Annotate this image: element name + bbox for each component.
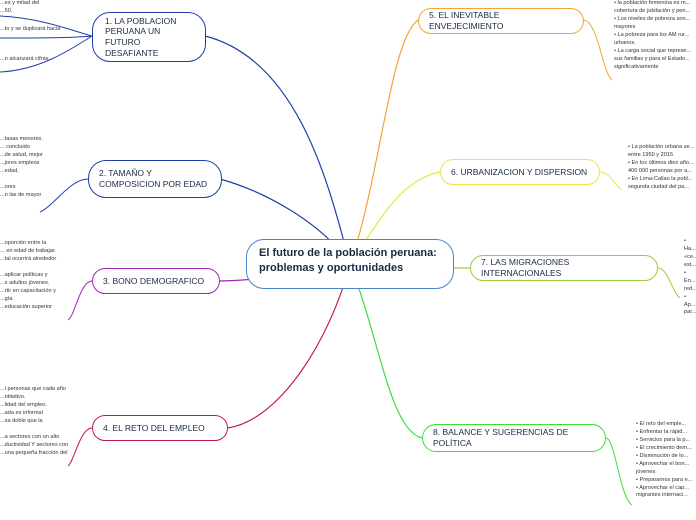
branch-label: 3. BONO DEMOGRAFICO bbox=[103, 275, 205, 286]
link-n2 bbox=[39, 178, 89, 213]
branch-label: 2. TAMAÑO Y COMPOSICION POR EDAD bbox=[99, 168, 208, 189]
branch-poblacion-futuro[interactable]: 1. LA POBLACION PERUANA UN FUTURO DESAFI… bbox=[92, 12, 206, 62]
branch-reto-empleo[interactable]: 4. EL RETO DEL EMPLEO bbox=[92, 415, 228, 441]
link-b8 bbox=[349, 263, 423, 439]
link-n1b bbox=[0, 35, 93, 39]
link-n1a bbox=[0, 15, 93, 37]
branch-label: 5. EL INEVITABLE ENVEJECIMIENTO bbox=[429, 10, 504, 31]
link-n3 bbox=[67, 280, 93, 321]
branch-bono-demografico[interactable]: 3. BONO DEMOGRAFICO bbox=[92, 268, 220, 294]
note-1c: ...n alcanzará cifras bbox=[0, 56, 49, 62]
link-b4 bbox=[227, 263, 351, 429]
branch-tamano-composicion[interactable]: 2. TAMAÑO Y COMPOSICION POR EDAD bbox=[88, 160, 222, 198]
link-b5 bbox=[349, 19, 419, 265]
branch-urbanizacion[interactable]: 6. URBANIZACION Y DISPERSION bbox=[440, 159, 600, 185]
branch-migraciones[interactable]: 7. LAS MIGRACIONES INTERNACIONALES bbox=[470, 255, 658, 281]
note-7: • Ha... «ce... est... • En... red... • A… bbox=[684, 238, 696, 316]
link-b1 bbox=[204, 35, 351, 265]
branch-label: 8. BALANCE Y SUGERENCIAS DE POLÍTICA bbox=[433, 427, 569, 448]
note-1b: ...to y se duplicará hacia bbox=[0, 26, 61, 32]
link-n8 bbox=[605, 437, 633, 506]
central-topic[interactable]: El futuro de la población peruana: probl… bbox=[246, 239, 454, 289]
branch-label: 4. EL RETO DEL EMPLEO bbox=[103, 422, 205, 433]
central-topic-line1: El futuro de la población peruana: bbox=[259, 247, 437, 259]
note-6: • La población urbana se... entre 1950 y… bbox=[628, 144, 695, 190]
note-8: • El reto del emple... • Enfrentar la rá… bbox=[636, 421, 693, 499]
branch-label: 6. URBANIZACION Y DISPERSION bbox=[451, 166, 588, 177]
branch-balance-sugerencias[interactable]: 8. BALANCE Y SUGERENCIAS DE POLÍTICA bbox=[422, 424, 606, 452]
central-topic-line2: problemas y oportunidades bbox=[259, 261, 404, 274]
link-n5 bbox=[582, 19, 613, 81]
link-n4 bbox=[67, 427, 93, 467]
link-n6 bbox=[599, 171, 623, 191]
note-4: ...l personas que cada año ...ntitativo.… bbox=[0, 386, 69, 456]
note-1a: ...es y mitad del ...50. bbox=[0, 0, 40, 14]
branch-envejecimiento[interactable]: 5. EL INEVITABLE ENVEJECIMIENTO bbox=[418, 8, 584, 34]
note-5: • la población femenina es m... cobertur… bbox=[614, 0, 692, 70]
branch-label: 7. LAS MIGRACIONES INTERNACIONALES bbox=[481, 257, 570, 278]
note-2: ...tasas menores. ... concluido ...de sa… bbox=[0, 136, 43, 198]
link-n7 bbox=[657, 267, 681, 299]
note-3: ...oporción entre la ... en edad de trab… bbox=[0, 240, 57, 310]
branch-label: 1. LA POBLACION PERUANA UN FUTURO DESAFI… bbox=[105, 15, 177, 58]
link-n1c bbox=[0, 35, 93, 73]
